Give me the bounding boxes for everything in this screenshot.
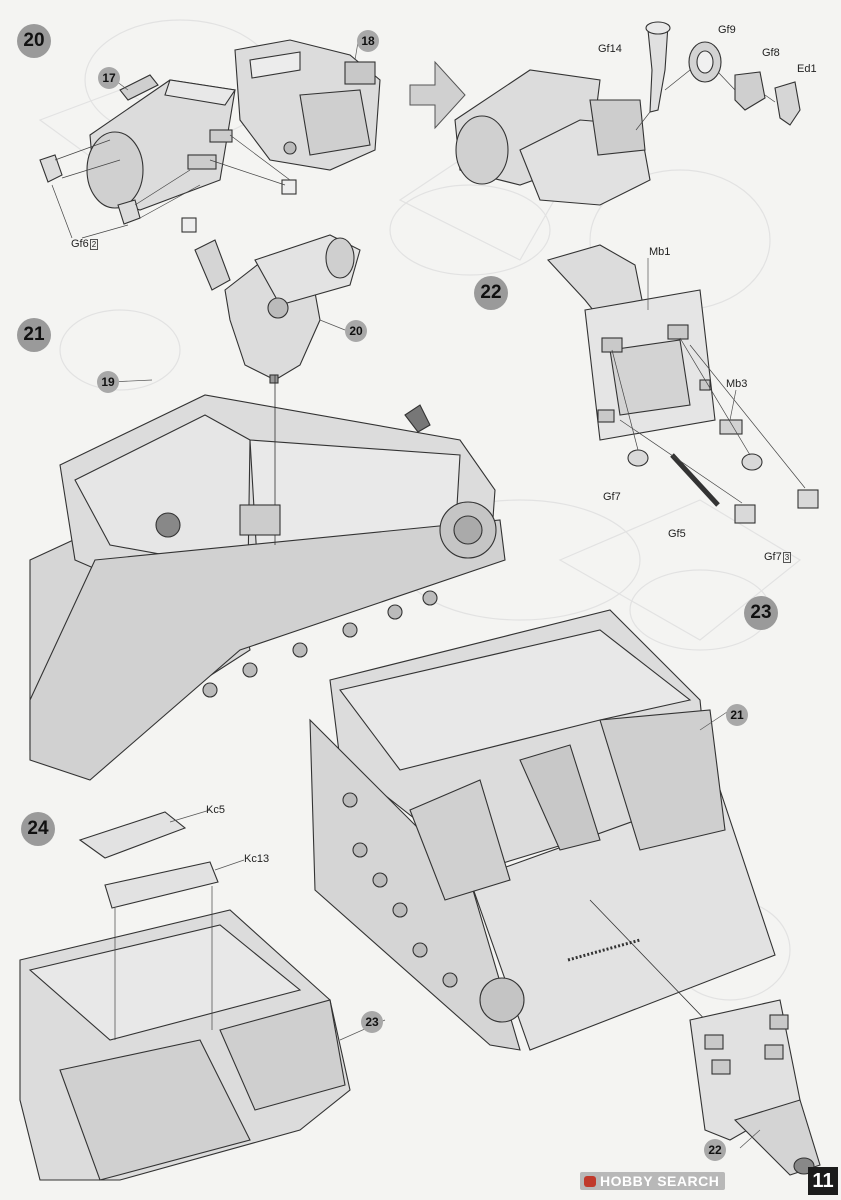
label-ed1: Ed1 — [797, 63, 817, 75]
label-gf7-a: Gf7 — [603, 491, 621, 503]
label-kc13: Kc13 — [244, 853, 270, 865]
label-gf6-text: Gf6 — [71, 238, 89, 250]
callout-17: 17 — [98, 67, 120, 89]
label-mb3: Mb3 — [726, 378, 748, 390]
callout-22: 22 — [704, 1139, 726, 1161]
callout-23: 23 — [361, 1011, 383, 1033]
step-number-20: 20 — [17, 24, 51, 58]
callout-19: 19 — [97, 371, 119, 393]
part-20-assembly — [194, 234, 361, 384]
callout-18: 18 — [357, 30, 379, 52]
label-gf7-b-text: Gf7 — [764, 551, 782, 563]
label-gf6-quantity: 2 — [89, 238, 99, 250]
step-number-21: 21 — [17, 318, 51, 352]
label-mb1: Mb1 — [649, 246, 671, 258]
part-18-frame — [234, 39, 381, 171]
label-gf5: Gf5 — [668, 528, 686, 540]
label-gf8: Gf8 — [762, 47, 780, 59]
step20-result-drawing — [454, 21, 801, 206]
callout-20: 20 — [345, 320, 367, 342]
label-gf14: Gf14 — [598, 43, 622, 55]
brand-logo-icon — [584, 1176, 596, 1187]
step-arrow — [409, 60, 466, 130]
step21-hull-drawing — [29, 375, 506, 781]
watermark-brand: HOBBY SEARCH — [580, 1172, 726, 1190]
step-number-24: 24 — [21, 812, 55, 846]
callout-21: 21 — [726, 704, 748, 726]
label-gf9: Gf9 — [718, 24, 736, 36]
step-number-22: 22 — [474, 276, 508, 310]
step24-drawing — [19, 811, 351, 1181]
part-17-cylinder — [86, 74, 236, 211]
label-gf7-quantity: 3 — [782, 551, 792, 563]
step20-drawing — [39, 39, 381, 384]
watermark-brand-text: HOBBY SEARCH — [600, 1173, 720, 1189]
step22-mantlet-drawing — [546, 244, 819, 524]
page-number: 11 — [808, 1167, 838, 1195]
step23-hull-drawing — [309, 609, 821, 1176]
label-kc5: Kc5 — [206, 804, 225, 816]
step-number-23: 23 — [744, 596, 778, 630]
